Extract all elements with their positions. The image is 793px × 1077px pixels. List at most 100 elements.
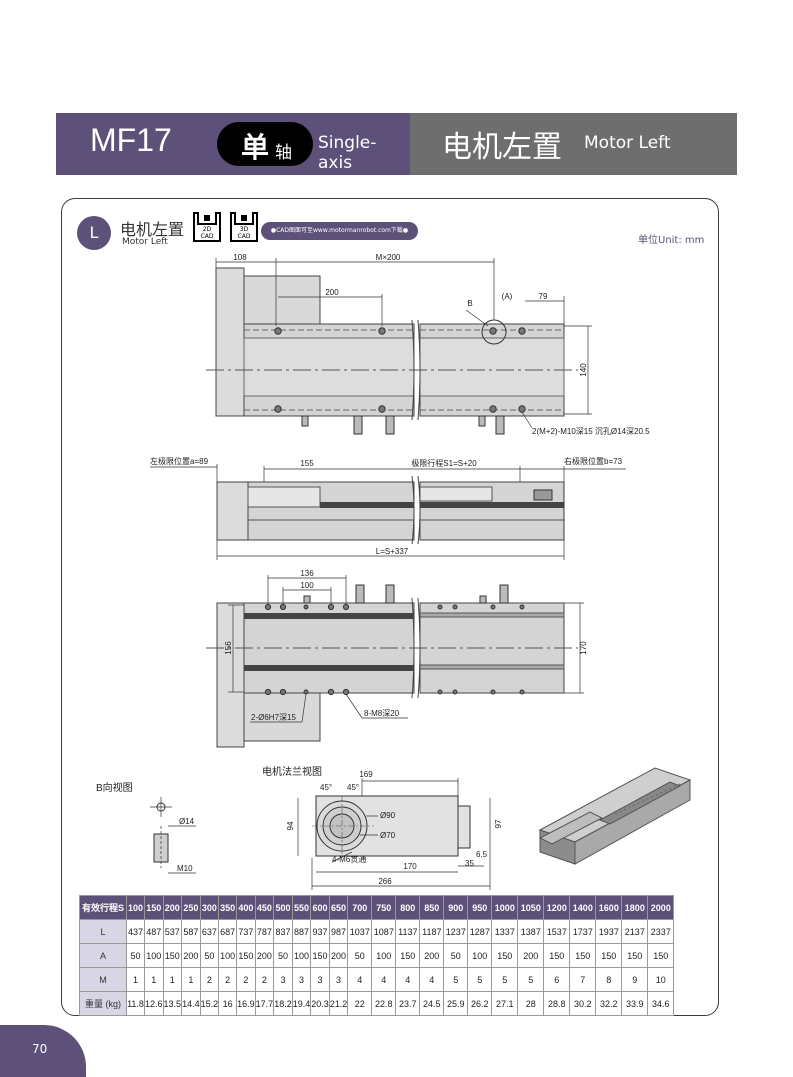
spec-cell: 1537 [543, 919, 571, 944]
banner-right: 电机左置 Motor Left [410, 113, 737, 175]
spec-cell: 19.4 [291, 991, 312, 1016]
spec-cell: 487 [144, 919, 164, 944]
spec-cell: 150 [569, 943, 597, 968]
spec-cell: 200 [162, 895, 183, 920]
left-limit-label: 左极限位置a=89 [150, 456, 209, 466]
spec-cell: 4 [395, 967, 421, 992]
spec-cell: 1000 [491, 895, 519, 920]
b-view-diameter: Ø14 [179, 817, 195, 826]
cad-2d-label-2: CAD [200, 233, 214, 240]
flange-holes: 4-M6贯通 [332, 854, 366, 864]
variant-title-cn: 电机左置 [120, 220, 185, 239]
axis-english: Single-axis [318, 133, 377, 173]
flange-dim-6-5: 6.5 [476, 850, 488, 859]
flange-dim-97: 97 [494, 819, 503, 828]
spec-cell: 787 [254, 919, 275, 944]
spec-cell: 24.5 [419, 991, 445, 1016]
flange-dim-169: 169 [359, 770, 373, 779]
spec-cell: 150 [162, 943, 183, 968]
spec-cell: 12.6 [144, 991, 164, 1016]
flange-angle-2: 45° [347, 783, 359, 792]
spec-cell: 737 [236, 919, 256, 944]
spec-cell: 150 [144, 895, 164, 920]
spec-cell: 150 [543, 943, 571, 968]
spec-cell: 22 [347, 991, 373, 1016]
label-a: (A) [502, 292, 513, 301]
spec-cell: 11.8 [126, 991, 145, 1016]
spec-cell: 150 [621, 943, 649, 968]
flange-dia-70: Ø70 [380, 831, 396, 840]
flange-dim-94: 94 [286, 821, 295, 830]
cad-2d-label-1: 2D [202, 226, 212, 233]
spec-cell: 937 [310, 919, 330, 944]
spec-cell: 10 [647, 967, 675, 992]
spec-cell: 21.2 [328, 991, 349, 1016]
cad-download-link[interactable]: ●CAD图面可至www.motormanrobot.com下载● [261, 222, 418, 240]
spec-cell: 950 [467, 895, 493, 920]
spec-cell: 150 [595, 943, 623, 968]
spec-cell: 3 [291, 967, 312, 992]
spec-cell: 27.1 [491, 991, 519, 1016]
spec-cell: 600 [310, 895, 330, 920]
top-view: 108 M×200 200 B (A) 79 140 2(M+2)-M10深15… [206, 253, 650, 436]
spec-cell: 1 [126, 967, 145, 992]
header-banner: MF17 单 轴 Single-axis 电机左置 Motor Left [56, 113, 737, 175]
label-b: B [467, 299, 472, 308]
spec-cell: 5 [491, 967, 519, 992]
dim-156: 156 [224, 641, 233, 655]
side-view: 左极限位置a=89 155 极限行程S1=S+20 右极限位置b=73 L=S+… [150, 456, 626, 560]
flange-dia-90: Ø90 [380, 811, 396, 820]
spec-cell: 4 [347, 967, 373, 992]
motor-position-cn: 电机左置 [442, 130, 562, 165]
dim-200: 200 [325, 288, 339, 297]
spec-cell: 17.7 [254, 991, 275, 1016]
spec-cell: 25.9 [443, 991, 469, 1016]
spec-row-label: L [79, 919, 127, 944]
spec-cell: 800 [395, 895, 421, 920]
spec-cell: 200 [254, 943, 275, 968]
spec-cell: 350 [218, 895, 238, 920]
dim-m200: M×200 [376, 253, 401, 262]
model-title: MF17 [90, 122, 172, 158]
spec-cell: 50 [126, 943, 145, 968]
b-view-title: B向视图 [96, 781, 133, 794]
spec-cell: 34.6 [647, 991, 675, 1016]
spec-cell: 1800 [621, 895, 649, 920]
dim-136: 136 [300, 569, 314, 578]
spec-cell: 50 [273, 943, 293, 968]
spec-cell: 7 [569, 967, 597, 992]
spec-cell: 2 [236, 967, 256, 992]
spec-cell: 1737 [569, 919, 597, 944]
spec-cell: 2 [199, 967, 220, 992]
stroke-label: 极限行程S1=S+20 [411, 458, 477, 468]
flange-angle-1: 45° [320, 783, 332, 792]
spec-cell: 100 [218, 943, 238, 968]
spec-cell: 150 [491, 943, 519, 968]
b-view: B向视图 Ø14 M10 [96, 781, 196, 874]
spec-cell: 1937 [595, 919, 623, 944]
dim-79: 79 [539, 292, 548, 301]
spec-cell: 1237 [443, 919, 469, 944]
spec-cell: 150 [310, 943, 330, 968]
spec-cell: 2 [254, 967, 275, 992]
spec-cell: 987 [328, 919, 349, 944]
spec-cell: 100 [371, 943, 397, 968]
spec-cell: 23.7 [395, 991, 421, 1016]
variant-title-en: Motor Left [122, 237, 168, 247]
spec-cell: 30.2 [569, 991, 597, 1016]
spec-cell: 1287 [467, 919, 493, 944]
spec-cell: 1 [144, 967, 164, 992]
page-number: 70 [32, 1042, 48, 1056]
axis-badge-sub: 轴 [275, 143, 292, 163]
spec-cell: 1 [162, 967, 183, 992]
spec-cell: 500 [273, 895, 293, 920]
spec-cell: 2137 [621, 919, 649, 944]
spec-cell: 200 [419, 943, 445, 968]
spec-cell: 5 [517, 967, 545, 992]
spec-cell: 850 [419, 895, 445, 920]
